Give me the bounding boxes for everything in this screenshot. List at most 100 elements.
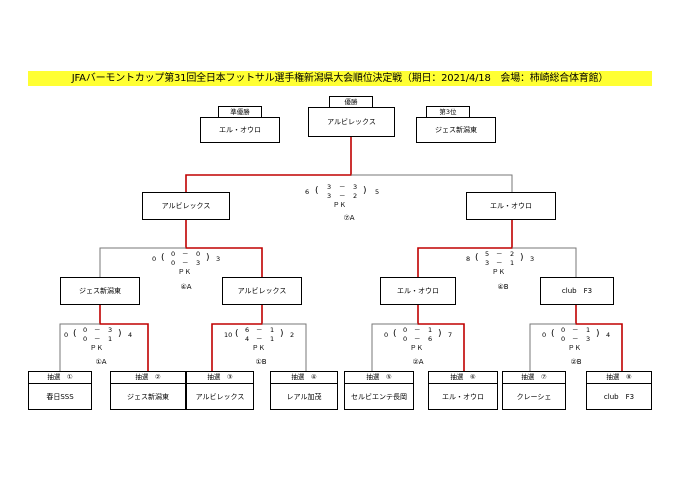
- r1-1b-loser-path: [262, 323, 307, 371]
- final-h1-right: 3: [353, 183, 358, 191]
- final-left-team: アルビレックス: [142, 192, 230, 220]
- r1-1b-h1-left: 6: [245, 326, 250, 334]
- r1-1a-winner-path: [99, 305, 149, 371]
- sf-left-h2-right: 3: [196, 259, 201, 267]
- final-loser-path: [351, 174, 513, 192]
- sf-right-h2-dash: －: [496, 259, 503, 267]
- r1-2a-h2-left: 0: [403, 335, 408, 343]
- final-pk: ＰＫ: [333, 201, 346, 209]
- r1-1a-h1-left: 0: [83, 326, 88, 334]
- draw-slot-5-caption: 抽選 ⑤: [344, 371, 414, 384]
- third-place-team: ジェス新潟東: [416, 117, 496, 143]
- r1-2a-score: 0 ( 0 － 1 0 － 6 ) 7 ＰＫ: [384, 326, 464, 358]
- r1-2b-score: 0 ( 0 － 1 0 － 3 ) 4 ＰＫ: [542, 326, 622, 358]
- r1-1a-h1-dash: －: [94, 326, 101, 334]
- draw-slot-7-team: クレーシェ: [502, 383, 566, 410]
- final-match-label: ⑦A: [343, 214, 355, 222]
- sf-left-lines: [99, 220, 263, 277]
- draw-slot-3-caption: 抽選 ③: [186, 371, 254, 384]
- r1-1a-match-label: ①A: [95, 358, 107, 366]
- r1-2a-lines: [371, 305, 465, 371]
- r1-2b-left-total: 0: [542, 331, 547, 339]
- r1-1b-left-total: 10: [224, 331, 233, 339]
- draw-slot-7-caption: 抽選 ⑦: [502, 371, 566, 384]
- final-score: 6 ( 3 － 3 3 － 2 ) 5 ＰＫ: [305, 183, 395, 217]
- sf-right-left-total: 8: [466, 255, 471, 263]
- draw-slot-4-team: レアル加茂: [270, 383, 338, 410]
- sf-left-h1-left: 0: [171, 250, 176, 258]
- runner-up-team: エル・オウロ: [200, 117, 280, 143]
- sf-right-h1-dash: －: [496, 250, 503, 258]
- sf-right-loser-path: [512, 247, 577, 277]
- final-h2-right: 2: [353, 192, 358, 200]
- sf-left-h1-right: 0: [196, 250, 201, 258]
- final-right-team: エル・オウロ: [466, 192, 556, 220]
- r1-1b-h2-dash: －: [256, 335, 263, 343]
- r1-2a-left-total: 0: [384, 331, 389, 339]
- final-h2-dash: －: [339, 192, 346, 200]
- sf-right-h1-right: 2: [510, 250, 515, 258]
- r1-1b-lines: [211, 305, 307, 371]
- sf-left-paren-open: (: [161, 253, 165, 263]
- sf-right-match-label: ④B: [497, 283, 509, 291]
- r1-1a-h2-dash: －: [94, 335, 101, 343]
- draw-slot-6-caption: 抽選 ⑥: [428, 371, 498, 384]
- sf-left-team-b: アルビレックス: [222, 277, 302, 305]
- page-title: JFAバーモントカップ第31回全日本フットサル選手権新潟県大会順位決定戦（期日：…: [28, 71, 652, 86]
- sf-left-score: 0 ( 0 － 0 0 － 3 ) 3 ＰＫ: [152, 250, 232, 282]
- r1-2b-lines: [529, 305, 623, 371]
- r1-1b-right-total: 2: [290, 331, 295, 339]
- final-right-total: 5: [375, 188, 380, 196]
- sf-left-h2-left: 0: [171, 259, 176, 267]
- sf-right-team-a: エル・オウロ: [380, 277, 456, 305]
- sf-left-paren-close: ): [206, 253, 210, 263]
- r1-1b-match-label: ①B: [255, 358, 267, 366]
- draw-slot-4-caption: 抽選 ④: [270, 371, 338, 384]
- final-h2-left: 3: [327, 192, 332, 200]
- r1-1a-paren-close: ): [118, 329, 122, 339]
- r1-2b-h1-dash: －: [572, 326, 579, 334]
- sf-right-paren-open: (: [475, 253, 479, 263]
- r1-2b-pk: ＰＫ: [568, 344, 581, 352]
- runner-up-caption: 準優勝: [218, 106, 262, 118]
- sf-left-left-total: 0: [152, 255, 157, 263]
- sf-right-paren-close: ): [520, 253, 524, 263]
- sf-right-pk: ＰＫ: [492, 268, 505, 276]
- final-h1-left: 3: [327, 183, 332, 191]
- r1-1b-paren-close: ): [280, 329, 284, 339]
- sf-left-h1-dash: －: [182, 250, 189, 258]
- sf-right-team-b: club F3: [540, 277, 614, 305]
- r1-2a-paren-close: ): [438, 329, 442, 339]
- r1-1a-h2-left: 0: [83, 335, 88, 343]
- sf-right-winner-path: [417, 220, 513, 277]
- r1-1b-winner-path: [211, 305, 263, 371]
- sf-left-match-label: ④A: [180, 283, 192, 291]
- final-lines: [185, 137, 513, 192]
- draw-slot-1-caption: 抽選 ①: [28, 371, 92, 384]
- sf-right-right-total: 3: [530, 255, 535, 263]
- r1-2b-right-total: 4: [606, 331, 611, 339]
- r1-2a-pk: ＰＫ: [410, 344, 423, 352]
- r1-2b-h2-left: 0: [561, 335, 566, 343]
- r1-1a-h2-right: 1: [108, 335, 113, 343]
- draw-slot-1-team: 春日SSS: [28, 383, 92, 410]
- draw-slot-8-caption: 抽選 ⑧: [586, 371, 652, 384]
- r1-2b-h1-left: 0: [561, 326, 566, 334]
- r1-2b-loser-path: [529, 323, 576, 371]
- r1-1a-lines: [59, 305, 149, 371]
- r1-2a-paren-open: (: [393, 329, 397, 339]
- draw-slot-2-team: ジェス新潟東: [110, 383, 186, 410]
- r1-2a-loser-path: [371, 323, 418, 371]
- sf-left-right-total: 3: [216, 255, 221, 263]
- r1-1a-paren-open: (: [73, 329, 77, 339]
- sf-left-pk: ＰＫ: [178, 268, 191, 276]
- r1-1b-score: 10 ( 6 － 1 4 － 1 ) 2 ＰＫ: [224, 326, 308, 358]
- r1-2a-match-label: ②A: [412, 358, 424, 366]
- r1-1b-h1-right: 1: [270, 326, 275, 334]
- sf-left-h2-dash: －: [182, 259, 189, 267]
- sf-right-lines: [417, 220, 577, 277]
- r1-2b-h2-right: 3: [586, 335, 591, 343]
- r1-1b-h1-dash: －: [256, 326, 263, 334]
